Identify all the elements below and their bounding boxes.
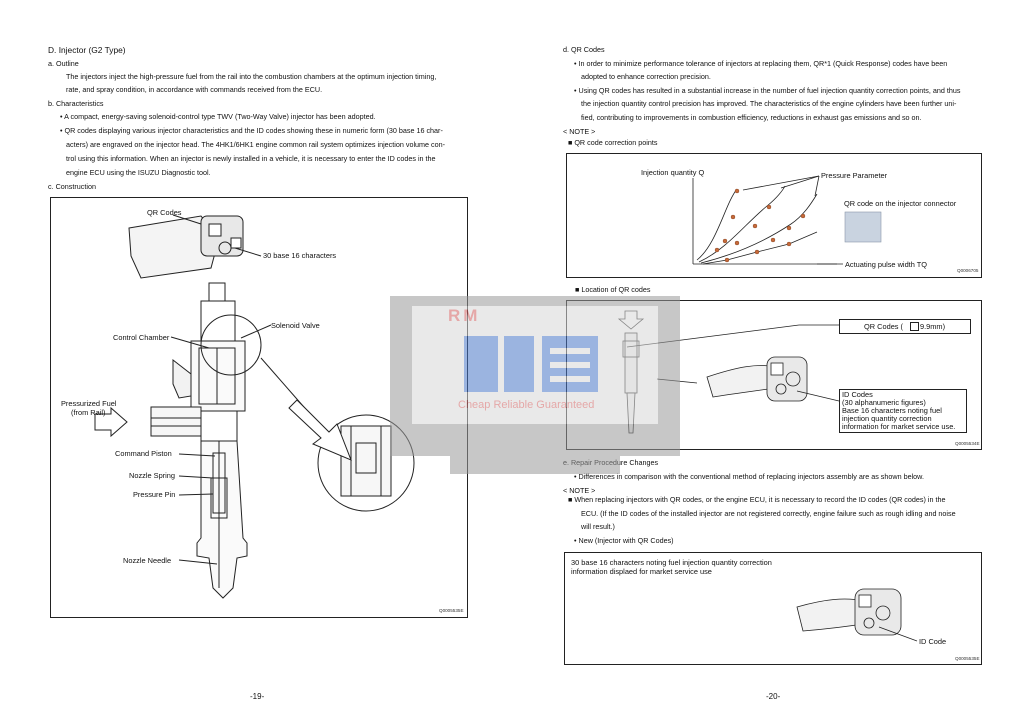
repair-bullet: • Differences in comparison with the con… [574,472,924,481]
new-injector-figure: 30 base 16 characters noting fuel inject… [564,552,982,665]
note-2-label: < NOTE > [563,486,596,495]
outline-line-1: The injectors inject the high-pressure f… [66,72,437,81]
characteristics-bullet-2-line-3: trol using this information. When an inj… [66,154,436,163]
watermark-tagline: Cheap Reliable Guaranteed [458,399,595,411]
label-nozzle-needle: Nozzle Needle [123,556,172,565]
new-box-id-code: ID Code [919,637,947,646]
new-injector-drawing [796,588,918,642]
new-box-line-2: information displaed for market service … [571,567,712,576]
correction-curves-drawing [692,175,882,265]
new-injector-item: • New (Injector with QR Codes) [574,536,674,545]
label-from-rail: (from Rail) [71,408,106,417]
characteristics-bullet-1: • A compact, energy-saving solenoid-cont… [60,112,376,121]
construction-heading: c. Construction [48,182,96,191]
label-solenoid-valve: Solenoid Valve [271,321,320,330]
label-30-base-16: 30 base 16 characters [263,251,337,260]
new-box-fig-code: Q0005535E [955,656,980,661]
characteristics-bullet-2-line-4: engine ECU using the ISUZU Diagnostic to… [66,168,211,177]
page-number-left: -19- [250,692,265,701]
qr-bullet-1-line-2: adopted to enhance correction precision. [581,72,711,81]
label-control-chamber: Control Chamber [113,333,170,342]
qr-codes-size-callout: QR Codes ( 9.9mm) [839,319,971,334]
qr-bullet-2-line-1: • Using QR codes has resulted in a subst… [574,86,961,95]
qr-square-icon [910,322,919,331]
label-pressurized-fuel: Pressurized Fuel [61,399,117,408]
id-codes-line-1: ID Codes [842,390,873,399]
qr-bullet-1-line-1: • In order to minimize performance toler… [574,59,948,68]
injector-cross-section-drawing [94,214,415,599]
label-pressure-pin: Pressure Pin [133,490,176,499]
section-title: D. Injector (G2 Type) [48,45,126,55]
id-codes-line-4: injection quantity correction [842,414,932,423]
watermark: RM Cheap Reliable Guaranteed [390,296,680,476]
note-2-line-3: will result.) [581,522,615,531]
graph-xlabel: Actuating pulse width TQ [845,260,928,269]
note-2-line-2: ECU. (If the ID codes of the installed i… [581,509,956,518]
note-1-label: < NOTE > [563,127,596,136]
qr-codes-size-label: QR Codes ( [864,322,904,331]
id-codes-callout: ID Codes (30 alphanumeric figures) Base … [839,389,967,433]
characteristics-bullet-2-line-1: • QR codes displaying various injector c… [60,126,443,135]
page-number-right: -20- [766,692,781,701]
qr-codes-heading: d. QR Codes [563,45,605,54]
characteristics-heading: b. Characteristics [48,99,104,108]
label-qr-codes: QR Codes [147,208,182,217]
qr-correction-points-item: ■ QR code correction points [568,138,658,147]
graph-pressure-parameter: Pressure Parameter [821,171,888,180]
graph-ylabel: Injection quantity Q [641,168,705,177]
figure-code: Q0005535E [439,608,464,613]
note-2-line-1: ■ When replacing injectors with QR codes… [568,495,946,504]
qr-codes-size-value: 9.9mm) [920,322,946,331]
label-command-piston: Command Piston [115,449,172,458]
watermark-brand: RM [448,306,481,325]
location-fig-code: Q0005534E [955,441,980,446]
outline-line-2: rate, and spray condition, in accordance… [66,85,323,94]
graph-fig-code: Q0006705 [957,268,979,273]
id-codes-line-3: Base 16 characters noting fuel [842,406,942,415]
graph-qr-on-connector: QR code on the injector connector [844,199,957,208]
outline-heading: a. Outline [48,59,79,68]
label-nozzle-spring: Nozzle Spring [129,471,176,480]
location-of-qr-codes-item: ■ Location of QR codes [575,285,651,294]
monitor-watermark-icon [390,296,680,474]
qr-bullet-2-line-2: the injection quantity control precision… [581,99,957,108]
id-codes-line-2: (30 alphanumeric figures) [842,398,926,407]
qr-bullet-2-line-3: fied, contributing to improvements in co… [581,113,922,122]
qr-correction-graph: Injection quantity Q Pressure Parameter … [566,153,982,278]
new-box-line-1: 30 base 16 characters noting fuel inject… [571,558,772,567]
characteristics-bullet-2-line-2: acters) are engraved on the injector hea… [66,140,445,149]
id-codes-line-5: information for market service use. [842,422,956,431]
